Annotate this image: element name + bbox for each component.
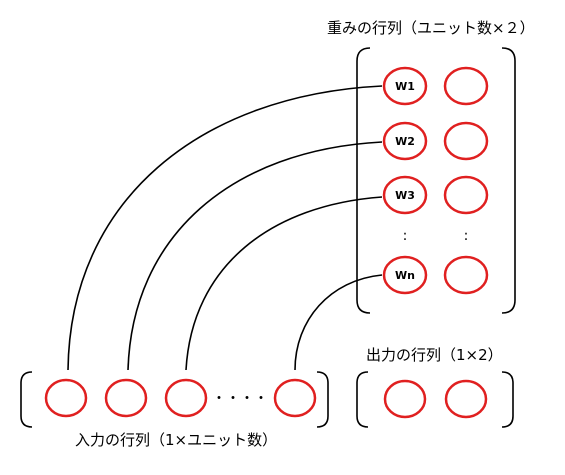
input-matrix-bracket [20, 371, 329, 428]
weight-ellipsis-left: : [403, 228, 408, 244]
weight-bracket-left [356, 47, 371, 314]
weight-label-w2: W2 [395, 135, 415, 148]
weight-matrix-title: 重みの行列（ユニット数×２） [327, 19, 535, 37]
connection-lines [67, 85, 383, 371]
weight-node-w1 [382, 66, 428, 106]
weight-matrix-nodes [382, 66, 489, 295]
weight-node-col2-row2 [443, 121, 489, 161]
weight-node-col2-row3 [443, 175, 489, 215]
input-matrix-nodes [44, 378, 317, 418]
weight-ellipsis-right: : [464, 228, 469, 244]
output-node-1 [383, 379, 427, 419]
input-matrix-title: 入力の行列（1×ユニット数） [75, 431, 277, 449]
input-node-n [273, 378, 317, 418]
connection-w3 [185, 196, 383, 371]
weight-node-w2 [382, 121, 428, 161]
input-bracket-right [316, 371, 329, 428]
output-bracket-right [501, 371, 514, 428]
weight-node-col2-row1 [443, 66, 489, 106]
weight-node-w3 [382, 175, 428, 215]
weight-node-col2-rown [443, 255, 489, 295]
weight-label-w1: W1 [395, 80, 415, 93]
weight-label-wn: Wn [395, 269, 415, 282]
connection-w1 [67, 85, 383, 371]
connection-w2 [127, 141, 383, 371]
output-matrix-title: 出力の行列（1×2） [366, 346, 503, 364]
weight-bracket-right [501, 47, 516, 314]
weight-matrix-bracket [356, 47, 516, 314]
weight-label-w3: W3 [395, 189, 415, 202]
output-node-2 [444, 379, 488, 419]
input-node-1 [44, 378, 88, 418]
connection-wn [294, 274, 383, 371]
input-node-2 [104, 378, 148, 418]
input-bracket-left [20, 371, 33, 428]
output-bracket-left [356, 371, 369, 428]
input-node-3 [164, 378, 208, 418]
weight-node-wn [382, 255, 428, 295]
input-ellipsis: ・・・・ [212, 391, 268, 407]
output-matrix-bracket [356, 371, 514, 428]
output-matrix-nodes [383, 379, 488, 419]
